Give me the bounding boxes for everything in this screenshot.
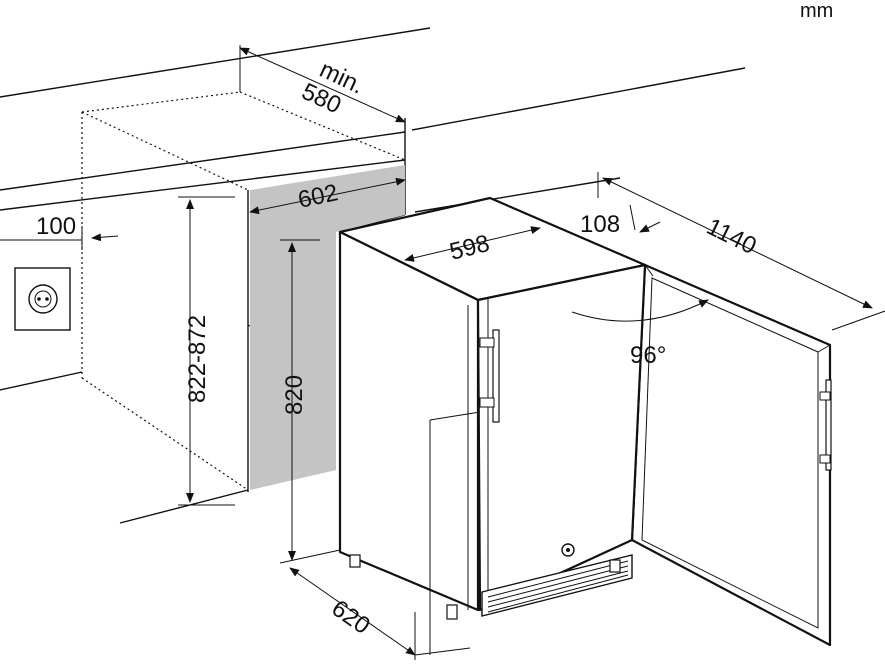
- open-door-handle-icon: [819, 379, 832, 471]
- label-door-thickness: 108: [580, 211, 620, 238]
- label-depth-door-open: 1140: [702, 213, 760, 260]
- label-socket-offset: 100: [36, 213, 76, 240]
- label-appliance-depth: 620: [327, 595, 375, 640]
- label-niche-height: 822-872: [184, 315, 211, 403]
- dimension-lines: [0, 45, 885, 660]
- label-door-angle: 96°: [630, 342, 666, 369]
- appliance-cabinet: [338, 196, 647, 620]
- unit-label: mm: [800, 0, 833, 22]
- door-handle-icon: [479, 329, 500, 423]
- open-door: [630, 263, 832, 647]
- wall-and-worktop: [0, 27, 746, 524]
- feet: [349, 554, 621, 620]
- label-appliance-height: 820: [281, 375, 308, 415]
- wall-socket-icon: [14, 267, 71, 331]
- ventilation-grille: [481, 554, 633, 617]
- lock-icon: [561, 543, 575, 557]
